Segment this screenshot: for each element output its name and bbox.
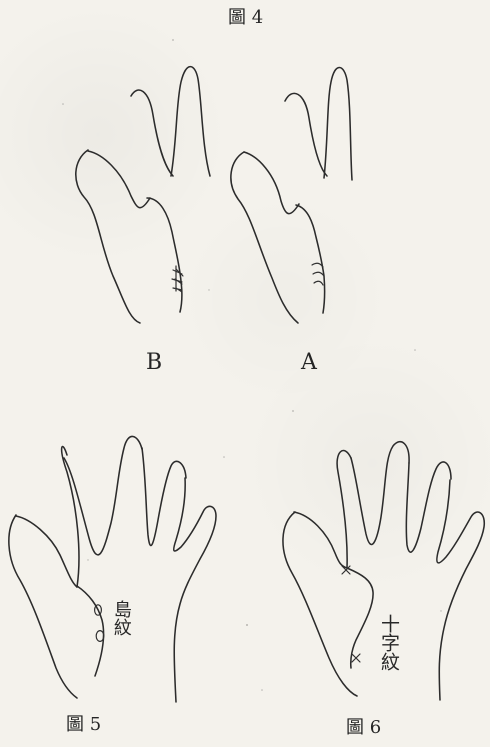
- hand-a-drawing: [231, 68, 352, 324]
- hand-b-drawing: [76, 67, 210, 323]
- figure-b-label: B: [146, 352, 162, 374]
- hand-5-drawing: [9, 436, 216, 702]
- paper-specks: [62, 39, 441, 691]
- island-pattern-label: 島紋: [111, 600, 130, 636]
- figure-6-caption: 圖 6: [346, 719, 381, 737]
- figure-4-caption: 圖 4: [228, 9, 263, 27]
- figure-a-label: A: [301, 352, 317, 374]
- figure-5-caption: 圖 5: [66, 716, 101, 734]
- cross-pattern-label: 十字紋: [378, 614, 398, 671]
